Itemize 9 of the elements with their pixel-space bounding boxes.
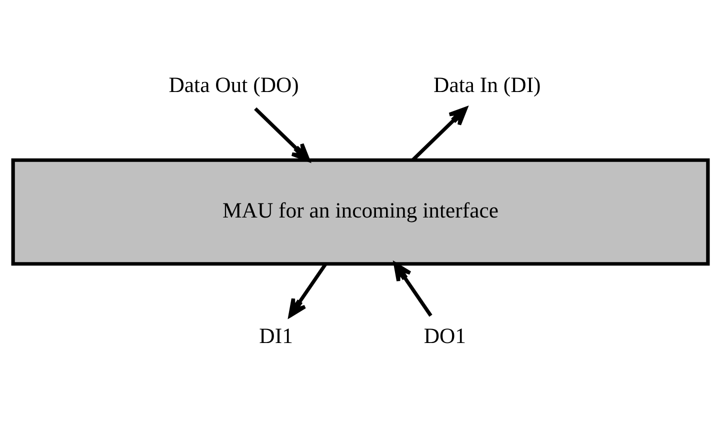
node-text: Data Out (DO) xyxy=(168,72,299,97)
arrow xyxy=(288,262,328,318)
arrow xyxy=(394,262,432,317)
node-text: Data In (DI) xyxy=(434,72,541,97)
arrow xyxy=(411,106,468,162)
arrow xyxy=(254,107,310,162)
node-box: MAU for an incoming interface xyxy=(11,158,710,266)
node-text: DI1 xyxy=(259,324,293,348)
node-text: DO1 xyxy=(424,324,466,348)
